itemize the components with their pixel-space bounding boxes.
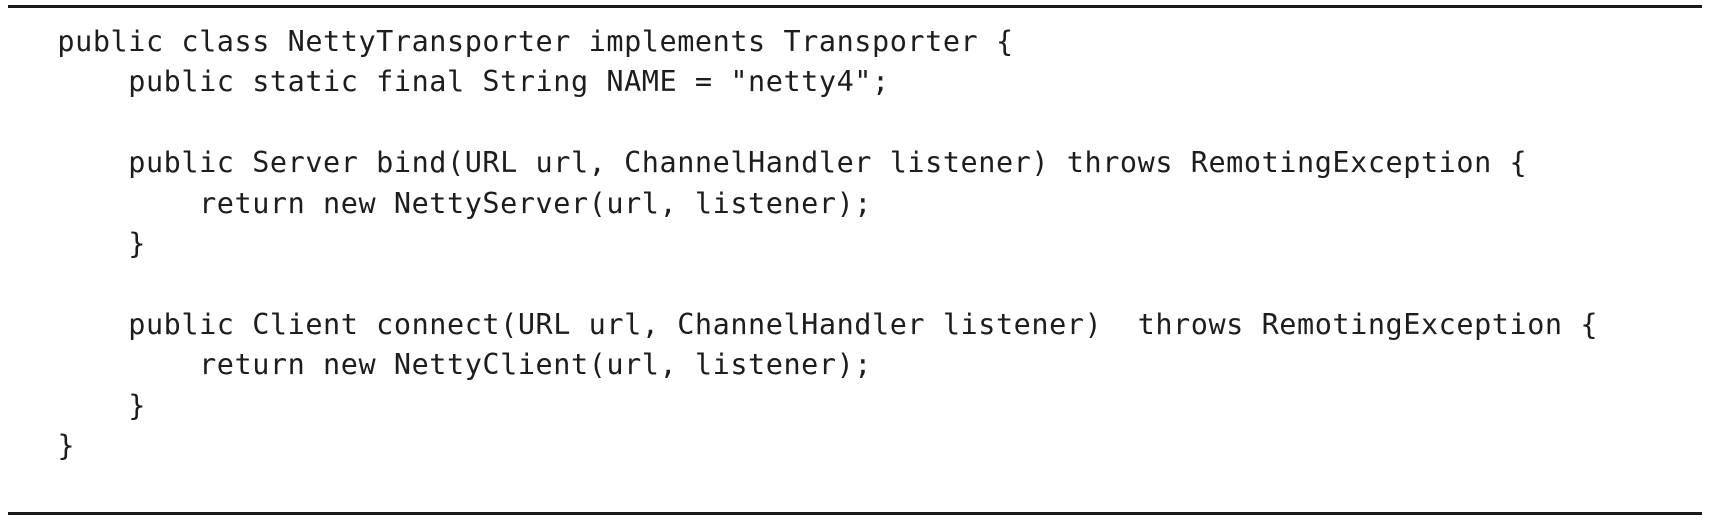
code-block: public class NettyTransporter implements… (0, 22, 1711, 466)
code-line-blank (0, 103, 1711, 143)
code-line: } (22, 428, 76, 462)
code-line: public static final String NAME = "netty… (22, 65, 890, 99)
top-rule-divider (8, 5, 1702, 8)
code-line: public Client connect(URL url, ChannelHa… (22, 307, 1599, 341)
code-line: } (22, 388, 146, 422)
code-line: } (22, 226, 146, 260)
bottom-rule-divider (8, 512, 1702, 515)
code-line: public Server bind(URL url, ChannelHandl… (22, 146, 1528, 180)
code-line-blank (0, 264, 1711, 304)
code-line: return new NettyServer(url, listener); (22, 186, 873, 220)
code-line: public class NettyTransporter implements… (22, 25, 1014, 58)
code-line: return new NettyClient(url, listener); (22, 348, 873, 382)
